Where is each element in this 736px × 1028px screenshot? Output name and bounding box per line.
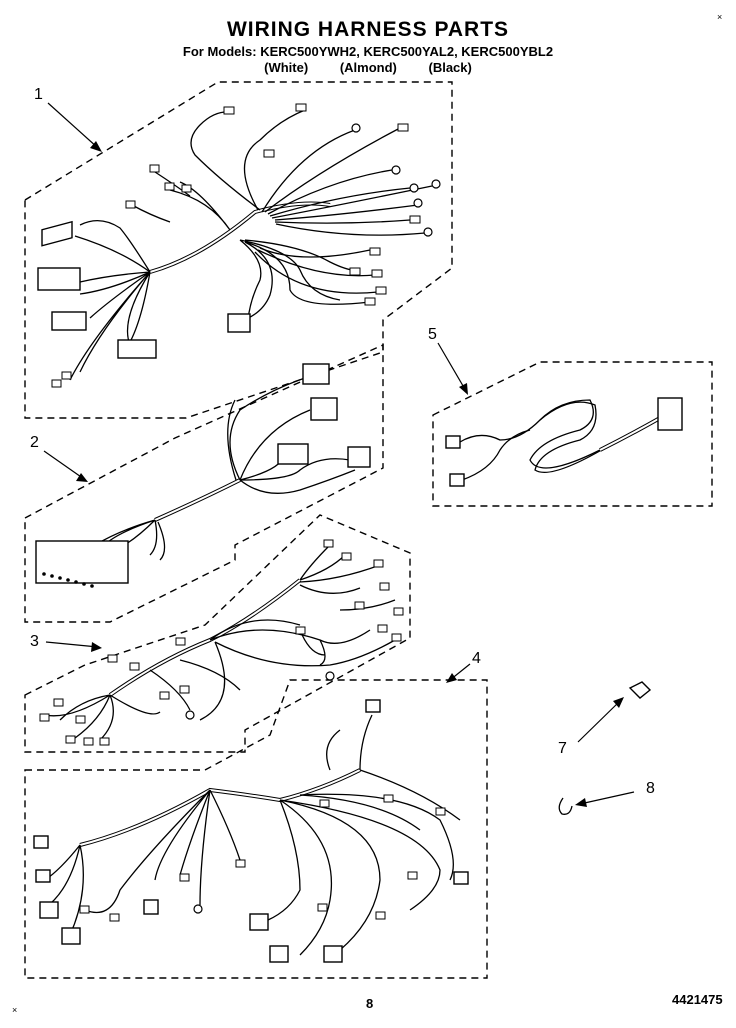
part-8-tie — [558, 797, 573, 815]
callout-8: 8 — [646, 780, 655, 797]
models-line: For Models: KERC500YWH2, KERC500YAL2, KE… — [182, 44, 554, 59]
corner-mark-bottom: × — [12, 1005, 18, 1015]
model-colors: (White) (Almond) (Black) — [0, 60, 736, 75]
page-title: WIRING HARNESS PARTS — [226, 18, 510, 41]
part-2-harness — [35, 363, 371, 588]
part-3-harness — [39, 539, 404, 746]
color-almond: (Almond) — [339, 60, 397, 75]
part-3-outline — [24, 514, 411, 753]
color-black: (Black) — [428, 60, 472, 75]
corner-mark-top: × — [717, 12, 723, 22]
callout-5: 5 — [428, 326, 437, 343]
callout-3: 3 — [30, 633, 39, 650]
page-number: 8 — [366, 996, 374, 1011]
color-white: (White) — [264, 60, 309, 75]
callout-7: 7 — [558, 740, 567, 757]
document-number: 4421475 — [672, 992, 723, 1007]
part-4-outline — [24, 679, 488, 979]
callout-1: 1 — [34, 86, 43, 103]
part-7-clip — [628, 681, 652, 699]
part-5-harness — [445, 397, 683, 487]
callout-4: 4 — [472, 650, 481, 667]
callout-2: 2 — [30, 434, 39, 451]
part-1-harness — [37, 103, 441, 388]
part-4-harness — [33, 699, 469, 963]
callout-arrows — [43, 102, 635, 807]
part-5-outline — [432, 361, 713, 507]
part-1-outline — [24, 81, 453, 419]
